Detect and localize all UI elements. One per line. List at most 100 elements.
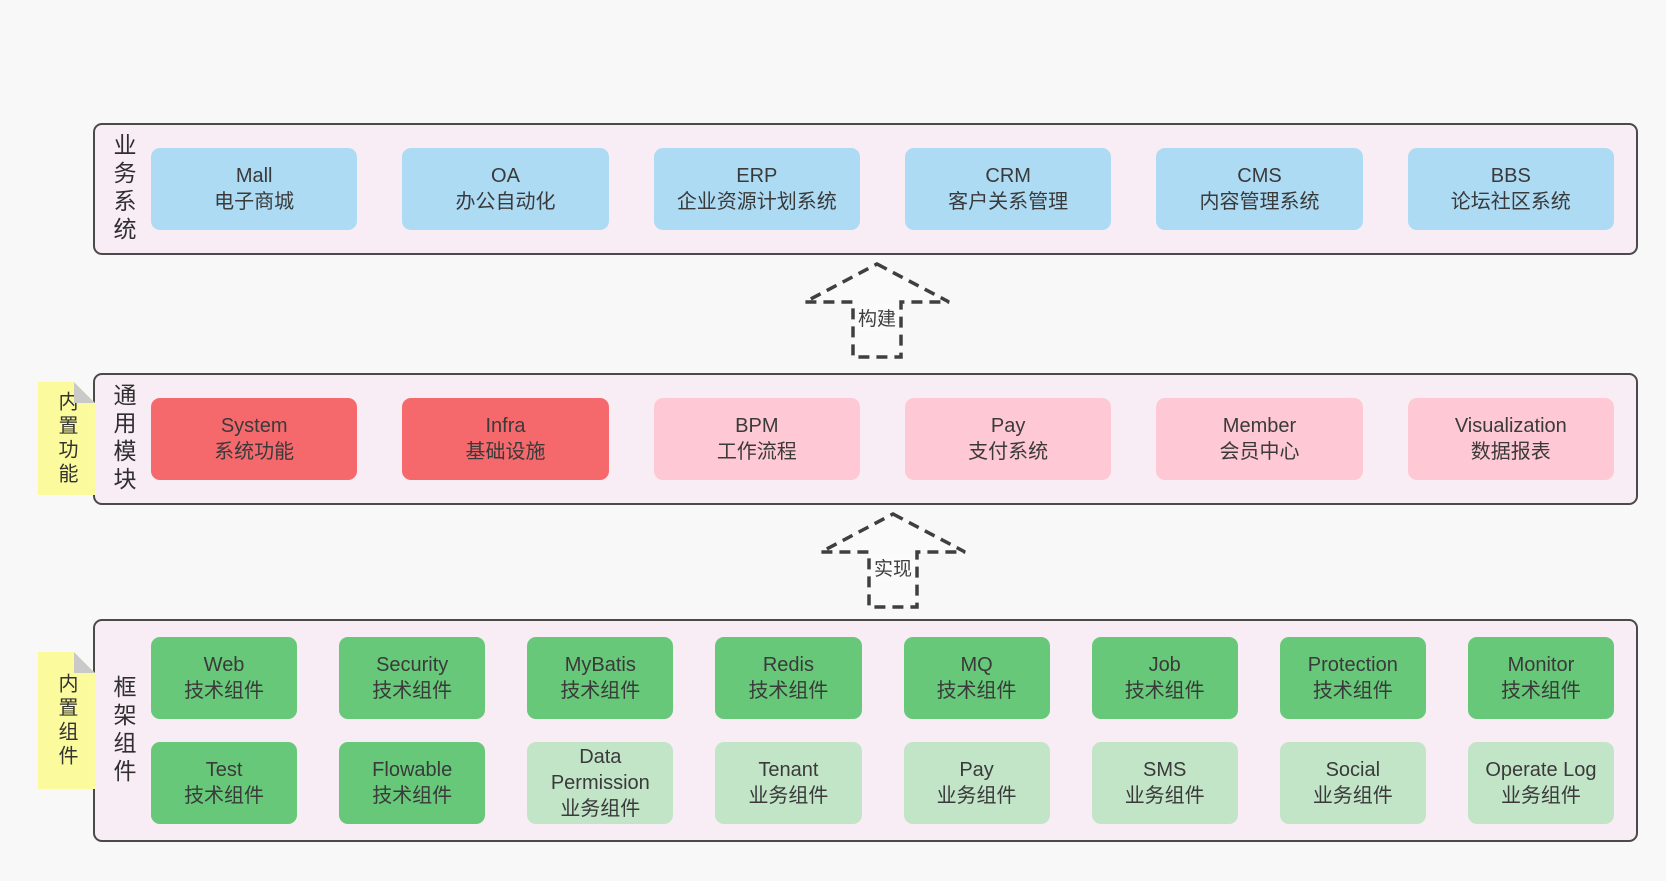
box-subtitle: 业务组件 [748, 785, 829, 807]
box-title: Tenant [758, 759, 819, 781]
box-subtitle: 技术组件 [184, 680, 265, 702]
box-title: Flowable [372, 759, 453, 781]
sticky-note-built-in-components: 内置组件 [38, 652, 95, 789]
box-operate-log: Operate Log 业务组件 [1467, 742, 1614, 824]
box-title: Visualization [1454, 415, 1567, 437]
box-subtitle: 业务组件 [936, 785, 1017, 807]
box-tenant: Tenant 业务组件 [715, 742, 862, 824]
band-body-business-systems: Mall 电子商城 OA 办公自动化 ERP 企业资源计划系统 CRM 客户关系管理 CMS 内容… [151, 125, 1636, 253]
box-title: Operate Log [1485, 759, 1597, 781]
box-title: Pay [990, 415, 1026, 437]
box-cms: CMS 内容管理系统 [1156, 148, 1363, 230]
box-title: Social [1325, 759, 1381, 781]
box-mq: MQ 技术组件 [903, 637, 1050, 719]
box-protection: Protection 技术组件 [1279, 637, 1426, 719]
box-crm: CRM 客户关系管理 [904, 148, 1112, 230]
box-subtitle: 技术组件 [372, 680, 453, 702]
box-subtitle: 支付系统 [968, 441, 1049, 463]
box-title: BPM [735, 415, 779, 437]
implement-arrow: 实现 [813, 510, 973, 612]
box-data-permission: Data Permission 业务组件 [527, 742, 674, 824]
box-subtitle: 业务组件 [1124, 785, 1205, 807]
box-row: Mall 电子商城 OA 办公自动化 ERP 企业资源计划系统 CRM 客户关系管理 CMS 内容… [151, 148, 1614, 230]
box-title: Infra [485, 415, 526, 437]
box-title: Job [1148, 654, 1181, 676]
box-member: Member 会员中心 [1156, 398, 1363, 480]
band-label-framework-components: 框架组件 [110, 674, 136, 787]
box-test: Test 技术组件 [151, 742, 298, 824]
box-social: Social 业务组件 [1279, 742, 1426, 824]
box-web: Web 技术组件 [151, 637, 298, 719]
box-title: Test [205, 759, 243, 781]
box-subtitle: 企业资源计划系统 [676, 191, 837, 213]
box-subtitle: 办公自动化 [455, 191, 556, 213]
box-subtitle: 技术组件 [1312, 680, 1393, 702]
box-subtitle: 技术组件 [1500, 680, 1581, 702]
box-title: Protection [1307, 654, 1398, 676]
box-sms: SMS 业务组件 [1091, 742, 1238, 824]
box-title: Monitor [1507, 654, 1575, 676]
box-subtitle: 业务组件 [1312, 785, 1393, 807]
box-title: Pay [959, 759, 994, 781]
sticky-note-built-in-features: 内置功能 [38, 382, 95, 495]
box-title: MyBatis [564, 654, 636, 676]
box-title: Mall [235, 165, 273, 187]
box-title: Member [1222, 415, 1297, 437]
box-security: Security 技术组件 [339, 637, 486, 719]
box-system: System 系统功能 [151, 398, 358, 480]
box-monitor: Monitor 技术组件 [1467, 637, 1614, 719]
box-subtitle: 论坛社区系统 [1450, 191, 1571, 213]
box-title: Web [203, 654, 245, 676]
box-title: Security [376, 654, 449, 676]
box-title: CRM [985, 165, 1031, 187]
box-subtitle: 技术组件 [1124, 680, 1205, 702]
box-subtitle: 技术组件 [372, 785, 453, 807]
box-title: BBS [1490, 165, 1531, 187]
build-arrow-label: 构建 [854, 304, 900, 331]
box-subtitle: 电子商城 [214, 191, 295, 213]
box-mybatis: MyBatis 技术组件 [527, 637, 674, 719]
box-bbs: BBS 论坛社区系统 [1407, 148, 1614, 230]
box-subtitle: 基础设施 [465, 441, 546, 463]
box-subtitle: 客户关系管理 [948, 191, 1069, 213]
box-erp: ERP 企业资源计划系统 [653, 148, 860, 230]
box-title: Redis [762, 654, 814, 676]
band-label-business-systems: 业务系统 [110, 133, 136, 245]
box-subtitle: 技术组件 [748, 680, 829, 702]
box-job: Job 技术组件 [1091, 637, 1238, 719]
box-subtitle: 技术组件 [936, 680, 1017, 702]
box-subtitle: 内容管理系统 [1199, 191, 1320, 213]
box-title: ERP [736, 165, 778, 187]
box-pay: Pay 支付系统 [904, 398, 1112, 480]
box-subtitle: 业务组件 [1500, 785, 1581, 807]
box-title: OA [491, 165, 520, 187]
box-title: System [220, 415, 288, 437]
box-subtitle: 业务组件 [560, 798, 641, 820]
build-arrow: 构建 [797, 260, 957, 362]
box-mall: Mall 电子商城 [151, 148, 358, 230]
box-redis: Redis 技术组件 [715, 637, 862, 719]
band-label-common-modules: 通用模块 [110, 383, 136, 495]
box-infra: Infra 基础设施 [402, 398, 609, 480]
box-oa: OA 办公自动化 [402, 148, 609, 230]
band-business-systems: 业务系统 Mall 电子商城 OA 办公自动化 ERP 企业资源计划系统 CRM 客户关系管理… [93, 123, 1638, 255]
box-title: MQ [960, 654, 993, 676]
box-subtitle: 技术组件 [184, 785, 265, 807]
box-flowable: Flowable 技术组件 [339, 742, 486, 824]
box-subtitle: 技术组件 [560, 680, 641, 702]
box-subtitle: 系统功能 [214, 441, 295, 463]
box-subtitle: 会员中心 [1219, 441, 1300, 463]
box-title: CMS [1237, 165, 1282, 187]
box-title: Data Permission [550, 746, 650, 794]
box-title: SMS [1143, 759, 1187, 781]
